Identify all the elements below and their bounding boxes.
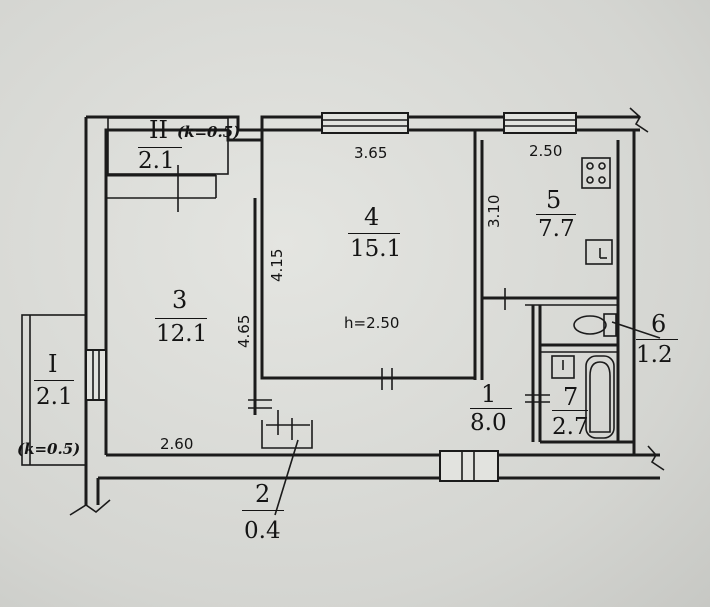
room-7-number: 7 [563,383,579,411]
room-1-fraction-line [470,408,512,409]
break-mark-bottom-right [647,445,665,471]
room-3-area: 12.1 [156,321,208,347]
room-7-fraction-line [552,410,588,411]
entrance-door [439,450,499,482]
room-2-number: 2 [255,480,271,508]
balcony-II-number: II [149,116,168,144]
room-6-number: 6 [651,310,667,338]
room-6-fraction-line [636,339,678,340]
stove-icon [581,157,611,189]
room-5-fraction-line [536,214,576,215]
window-room-3 [85,349,107,401]
closet-2-outline [261,420,313,449]
room-4-fraction-line [348,233,400,234]
balcony-II-area: 2.1 [138,148,175,174]
balcony-I-outline [21,314,87,466]
window-room-4 [321,112,409,134]
room-1-number: 1 [481,380,497,408]
bathroom-sink-icon [551,355,575,379]
room-3-number: 3 [172,286,188,314]
dim-room-4-width: 3.65 [354,144,388,162]
dim-room-4-depth: 4.15 [268,248,286,282]
balcony-II-fraction-line [138,147,182,148]
wall-room-4 [260,140,475,380]
room-6-leader [611,321,661,339]
balcony-II-coefficient: (k=0.5) [177,123,241,141]
room-7-area: 2.7 [552,414,589,440]
room-5-number: 5 [546,186,562,214]
room-5-area: 7.7 [538,216,575,242]
toilet-icon [573,315,607,335]
window-room-5 [503,112,577,134]
room-2-area: 0.4 [244,518,281,544]
room-4-number: 4 [364,203,380,231]
room-2-fraction-line [242,510,284,511]
balcony-I-fraction-line [34,380,74,381]
dim-room-5-depth: 3.10 [485,194,503,228]
room-3-fraction-line [155,318,207,319]
room-6-area: 1.2 [636,342,673,368]
balcony-I-coefficient: (k=0.5) [17,440,81,458]
bathtub-icon [585,355,615,439]
room-1-area: 8.0 [470,410,507,436]
break-mark-top-right [629,107,649,133]
balcony-I-area: 2.1 [36,384,73,410]
ceiling-height: h=2.50 [344,314,400,332]
dim-room-3-width: 2.60 [160,435,194,453]
break-mark-bottom-left [69,499,111,516]
balcony-I-number: I [48,350,58,378]
room-4-area: 15.1 [350,236,402,262]
dim-room-3-depth: 4.65 [235,314,253,348]
kitchen-sink-icon [585,239,613,265]
closet-2-leader [274,439,299,516]
dim-room-5-width: 2.50 [529,142,563,160]
